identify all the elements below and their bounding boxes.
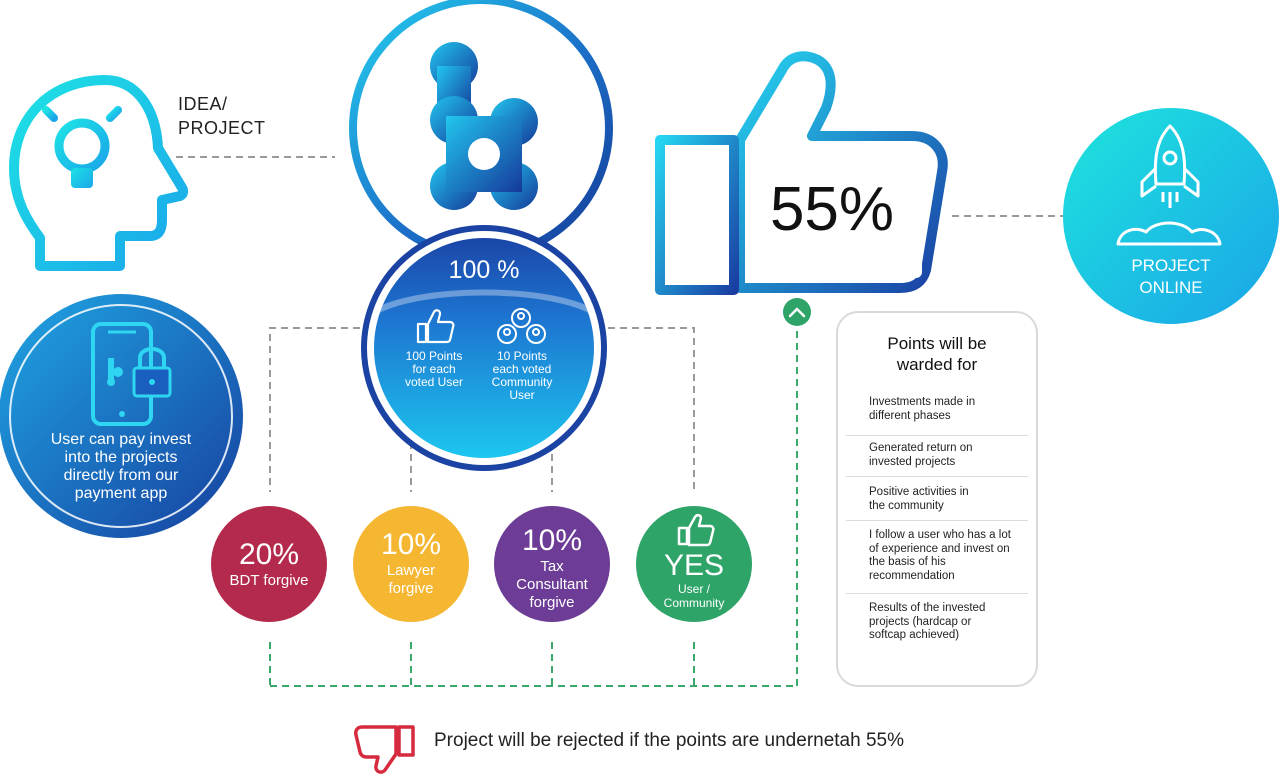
community-points-l3: Community xyxy=(491,375,553,389)
yes-text: YES User / Community xyxy=(636,549,752,611)
points-item-line: Generated return on xyxy=(869,442,973,454)
yes-label1: User / xyxy=(677,582,710,596)
yes-label2: Community xyxy=(663,596,725,610)
yes-value: YES xyxy=(663,549,725,582)
bdt-label: BDT forgive xyxy=(229,572,309,589)
community-icon xyxy=(497,308,546,344)
bdt-value: 20% xyxy=(238,538,300,571)
points-divider xyxy=(846,476,1028,477)
tax-label2: Consultant xyxy=(516,576,588,593)
points-item: Positive activities in the community xyxy=(869,486,1029,513)
grey-connectors xyxy=(176,156,1064,492)
points-item-line: softcap achieved) xyxy=(869,629,960,641)
lawyer-text: 10% Lawyer forgive xyxy=(353,528,469,598)
green-connectors xyxy=(269,330,798,687)
points-item-line: Positive activities in xyxy=(869,486,969,498)
tax-value: 10% xyxy=(521,524,583,557)
points-item: Generated return on invested projects xyxy=(869,442,1029,469)
points-item: Investments made in different phases xyxy=(869,396,1029,423)
community-points-l2: each voted xyxy=(492,362,552,376)
yes-circle xyxy=(636,506,752,622)
logo-mark-icon xyxy=(430,42,538,210)
points-box-title: Points will be warded for xyxy=(838,333,1036,375)
project-online-line2: ONLINE xyxy=(1139,278,1203,297)
points-item-line: projects (hardcap or xyxy=(869,615,972,628)
thumbs-down-icon xyxy=(354,725,415,774)
points-divider xyxy=(846,593,1028,594)
points-item-line: invested projects xyxy=(869,455,956,468)
small-thumbs-up-icon xyxy=(416,309,455,344)
bdt-circle xyxy=(211,506,327,622)
lawyer-label2: forgive xyxy=(388,580,434,597)
bdt-text: 20% BDT forgive xyxy=(211,538,327,590)
community-points-text: 10 Points each voted Community User xyxy=(480,350,564,402)
points-item-line: Results of the invested xyxy=(869,602,986,614)
points-item-line: of experience and invest on xyxy=(869,542,1010,555)
yes-thumbs-up-icon xyxy=(677,513,715,547)
points-item: Results of the invested projects (hardca… xyxy=(869,602,1029,643)
tax-label1: Tax xyxy=(540,558,564,575)
points-item-line: Investments made in xyxy=(869,396,976,408)
rejection-note: Project will be rejected if the points a… xyxy=(434,730,904,751)
points-box-title-line2: warded for xyxy=(896,355,978,374)
tax-text: 10% Tax Consultant forgive xyxy=(494,524,610,612)
points-box-title-line1: Points will be xyxy=(887,334,987,353)
project-online-label: PROJECT ONLINE xyxy=(1096,255,1246,299)
community-points-l1: 10 Points xyxy=(496,349,548,363)
platform-logo xyxy=(349,0,613,260)
lawyer-value: 10% xyxy=(380,528,442,561)
points-item-line: I follow a user who has a lot xyxy=(869,529,1011,541)
project-online-circle xyxy=(1063,108,1279,324)
up-chevron-icon[interactable] xyxy=(783,298,811,326)
vote-circle xyxy=(361,225,607,471)
payment-app-circle xyxy=(0,294,243,538)
user-points-l2: for each xyxy=(412,362,456,376)
points-item-line: different phases xyxy=(869,409,951,422)
points-divider xyxy=(846,435,1028,436)
idea-label-line1: IDEA/ xyxy=(178,94,228,114)
tax-circle xyxy=(494,506,610,622)
thumbs-up-icon xyxy=(655,51,948,295)
vote-percent: 100 % xyxy=(448,256,520,284)
idea-label-line2: PROJECT xyxy=(178,118,266,138)
lawyer-label1: Lawyer xyxy=(386,562,436,579)
rocket-icon xyxy=(1116,124,1222,246)
tax-label3: forgive xyxy=(529,594,575,611)
points-item-line: recommendation xyxy=(869,569,955,582)
user-points-l1: 100 Points xyxy=(405,349,463,363)
user-points-l3: voted User xyxy=(404,375,464,389)
lawyer-circle xyxy=(353,506,469,622)
points-item-line: the community xyxy=(869,499,944,512)
phone-lock-icon xyxy=(91,322,172,426)
points-divider xyxy=(846,520,1028,521)
head-lightbulb-icon xyxy=(9,75,189,271)
points-box: Points will be warded for Investments ma… xyxy=(836,311,1038,687)
project-online-line1: PROJECT xyxy=(1131,256,1211,275)
points-item-line: the basis of his xyxy=(869,556,946,568)
points-item: I follow a user who has a lot of experie… xyxy=(869,529,1029,583)
threshold-percent: 55% xyxy=(769,175,895,244)
user-points-text: 100 Points for each voted User xyxy=(394,350,474,389)
community-points-l4: User xyxy=(509,388,535,402)
payment-app-text: User can pay invest into the projects di… xyxy=(50,431,192,502)
idea-label: IDEA/ PROJECT xyxy=(178,92,266,140)
